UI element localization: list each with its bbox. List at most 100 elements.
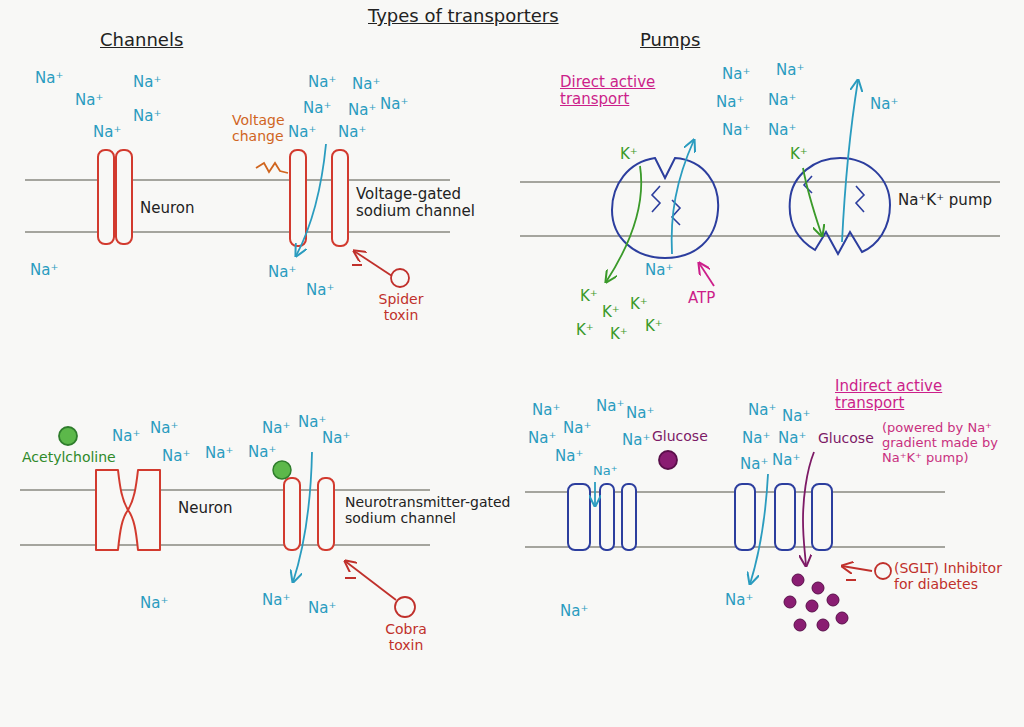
ion-label: Na⁺: [205, 445, 233, 462]
ion-label: K⁺: [580, 288, 598, 305]
node-label: Glucose: [652, 428, 722, 444]
glucose-molecule: [784, 596, 796, 608]
bound-acetylcholine: [273, 461, 291, 479]
ion-label: Na⁺: [716, 94, 744, 111]
ion-label: Na⁺: [308, 600, 336, 617]
ion-label: K⁺: [602, 304, 620, 321]
ion-label: K⁺: [610, 326, 628, 343]
ion-label: Na⁺: [748, 402, 776, 419]
ion-flow-arrow: [296, 144, 326, 256]
ion-flow-arrow: [842, 80, 858, 242]
membrane-line: [20, 489, 430, 491]
ion-flow-arrow: [672, 140, 694, 254]
ion-flow-arrow: [750, 474, 768, 584]
structure-label: Voltage-gated sodium channel: [356, 186, 480, 221]
marker-circle: [659, 451, 677, 469]
glucose-marker: Glucose: [652, 428, 724, 471]
sodium-potassium-pump: [790, 158, 890, 254]
membrane-line: [25, 231, 450, 233]
ion-label: Na⁺: [322, 430, 350, 447]
membrane-line: [20, 544, 430, 546]
ligand-gated-channel: [96, 470, 334, 550]
membrane-line: [520, 181, 1000, 183]
structure-label: Neuron: [178, 500, 232, 517]
structure-label: Na⁺K⁺ pump: [898, 192, 992, 209]
node-label: Cobra toxin: [380, 621, 432, 653]
channel-subunit: [332, 150, 348, 246]
ion-label: K⁺: [790, 146, 808, 163]
ion-label: Na⁺: [288, 124, 316, 141]
channel-subunit: [284, 478, 300, 550]
ion-label: K⁺: [630, 296, 648, 313]
diagram-title: Types of transporters: [368, 6, 559, 27]
ion-label: Na⁺: [338, 124, 366, 141]
ion-label: Na⁺: [93, 124, 121, 141]
glucose-molecule: [827, 594, 839, 606]
channel-subunit: [318, 478, 334, 550]
ion-label: Na⁺: [596, 398, 624, 415]
process-label: Indirect active transport: [835, 378, 967, 413]
ion-label: Na⁺: [380, 96, 408, 113]
ion-label: Na⁺: [75, 92, 103, 109]
ion-label: Na⁺: [722, 66, 750, 83]
minus-sign: [846, 579, 856, 581]
ion-label: Na⁺: [645, 262, 673, 279]
inhibition-arrow: [354, 251, 392, 276]
ion-flow-arrow: [293, 452, 312, 582]
ion-label: Na⁺: [352, 76, 380, 93]
node-label: Acetylcholine: [22, 449, 132, 465]
ion-label: Na⁺: [268, 264, 296, 281]
glucose-molecule: [817, 619, 829, 631]
ion-flow-arrow: [594, 482, 596, 506]
transporter-subunit: [622, 484, 636, 550]
glucose-cluster: [784, 574, 848, 631]
ion-label: Na⁺: [162, 448, 190, 465]
process-label: ATP: [688, 290, 715, 307]
ion-label: Na⁺: [140, 595, 168, 612]
ion-label: Na⁺: [563, 420, 591, 437]
ion-label: Na⁺: [133, 108, 161, 125]
ion-label: Na⁺: [298, 414, 326, 431]
ion-label: Na⁺: [150, 420, 178, 437]
ion-label: Na⁺: [768, 122, 796, 139]
ion-label: Na⁺: [560, 603, 588, 620]
transporter-subunit: [775, 484, 795, 550]
ion-label: Na⁺: [742, 430, 770, 447]
ion-label: Na⁺: [768, 92, 796, 109]
marker-circle: [59, 427, 77, 445]
ion-label: Na⁺: [112, 428, 140, 445]
ion-label: Na⁺: [30, 262, 58, 279]
annotation: Voltage change: [232, 112, 292, 144]
transporter-subunit: [812, 484, 832, 550]
transporter-subunit: [600, 484, 614, 550]
node-label: Spider toxin: [374, 291, 428, 323]
channel-subunit: [96, 470, 128, 550]
membrane-line: [520, 235, 1000, 237]
ion-label: Na⁺: [262, 420, 290, 437]
marker-circle: [875, 563, 891, 579]
glucose-molecule: [812, 582, 824, 594]
ion-label: Na⁺: [870, 96, 898, 113]
channel-subunit: [116, 150, 132, 244]
ion-label: Na⁺: [622, 432, 650, 449]
ion-label: Na⁺: [528, 430, 556, 447]
ion-label: Na⁺: [532, 402, 560, 419]
inhibitor-marker: (SGLT) Inhibitor for diabetes: [874, 560, 1008, 595]
voltage-zigzag: [256, 163, 288, 173]
ion-label: Na⁺: [555, 448, 583, 465]
transporter-subunit: [568, 484, 590, 550]
section-heading: Pumps: [640, 30, 700, 51]
ion-label: K⁺: [645, 318, 663, 335]
channel-subunit: [290, 150, 306, 246]
channel-subunit: [128, 470, 160, 550]
ion-label: Na⁺: [262, 592, 290, 609]
toxin-marker: Cobra toxin: [380, 595, 434, 656]
neurotransmitter-marker: Acetylcholine: [22, 425, 134, 468]
ion-label: Na⁺: [626, 405, 654, 422]
process-label: Direct active transport: [560, 74, 690, 109]
ion-label: Na⁺: [592, 464, 619, 479]
marker-circle: [395, 597, 415, 617]
ion-label: Na⁺: [772, 452, 800, 469]
ion-label: Na⁺: [303, 100, 331, 117]
note: (powered by Na⁺ gradient made by Na⁺K⁺ p…: [882, 420, 1018, 465]
